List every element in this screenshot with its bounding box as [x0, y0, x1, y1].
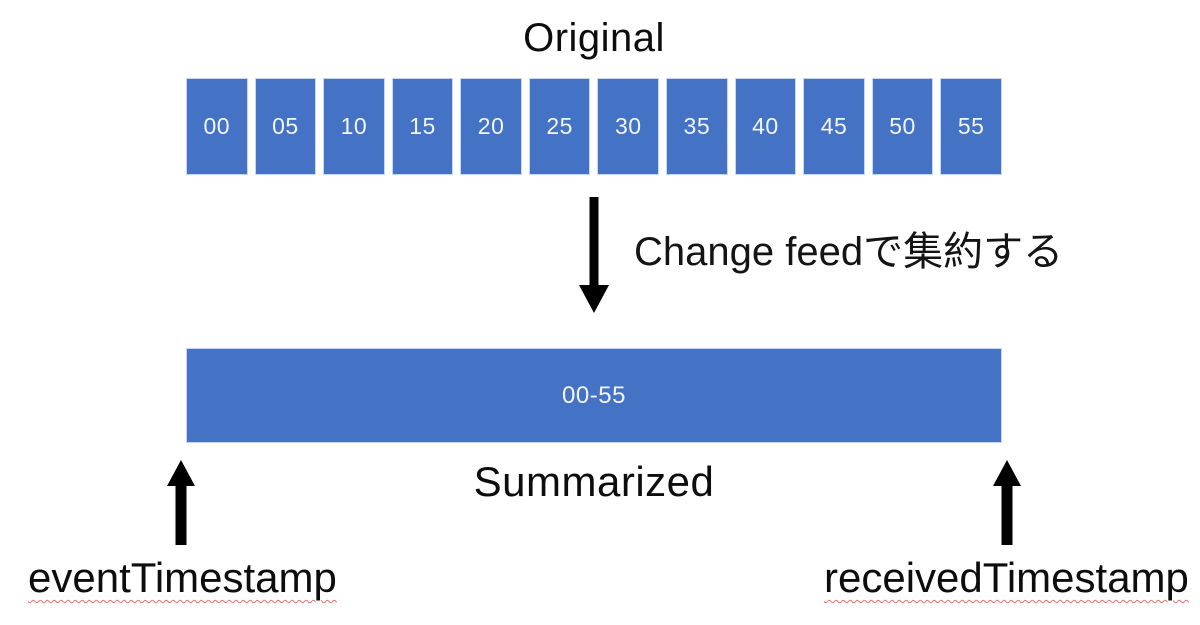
- original-segment-row: 00 05 10 15 20 25 30 35 40 45 50: [186, 78, 1002, 175]
- time-segment: 45: [803, 78, 865, 175]
- time-segment: 10: [323, 78, 385, 175]
- time-segment: 35: [666, 78, 728, 175]
- time-segment-label: 30: [614, 113, 642, 139]
- up-arrow-icon-left: [167, 460, 195, 545]
- original-title: Original: [523, 16, 665, 60]
- time-segment-label: 55: [957, 113, 985, 139]
- time-segment-label: 15: [409, 113, 436, 139]
- summarized-title: Summarized: [473, 458, 715, 505]
- time-segment-label: 10: [340, 113, 368, 139]
- summarized-bar: 00-55: [186, 348, 1002, 443]
- transform-label: Change feedで集約する: [634, 230, 1064, 274]
- summarized-segment-label: 00-55: [562, 381, 626, 409]
- time-segment-label: 05: [272, 113, 299, 139]
- time-segment-label: 25: [546, 113, 573, 139]
- time-segment: 50: [871, 78, 934, 175]
- event-timestamp-label: eventTimestamp: [28, 554, 337, 601]
- time-segment-label: 35: [683, 113, 711, 139]
- time-segment: 00: [186, 78, 248, 175]
- time-segment-label: 50: [889, 113, 916, 139]
- time-segment-label: 45: [820, 113, 848, 139]
- received-timestamp-label: receivedTimestamp: [824, 554, 1189, 601]
- time-segment: 25: [528, 78, 591, 175]
- down-arrow-icon: [579, 197, 609, 313]
- time-segment-label: 20: [477, 113, 505, 139]
- time-segment-label: 40: [752, 113, 779, 139]
- time-segment: 15: [391, 78, 454, 175]
- time-segment-label: 00: [203, 113, 231, 139]
- time-segment: 30: [597, 78, 660, 175]
- time-segment: 40: [734, 78, 797, 175]
- time-segment: 05: [254, 78, 317, 175]
- up-arrow-icon-right: [993, 460, 1021, 545]
- time-segment: 20: [460, 78, 522, 175]
- time-segment: 55: [940, 78, 1002, 175]
